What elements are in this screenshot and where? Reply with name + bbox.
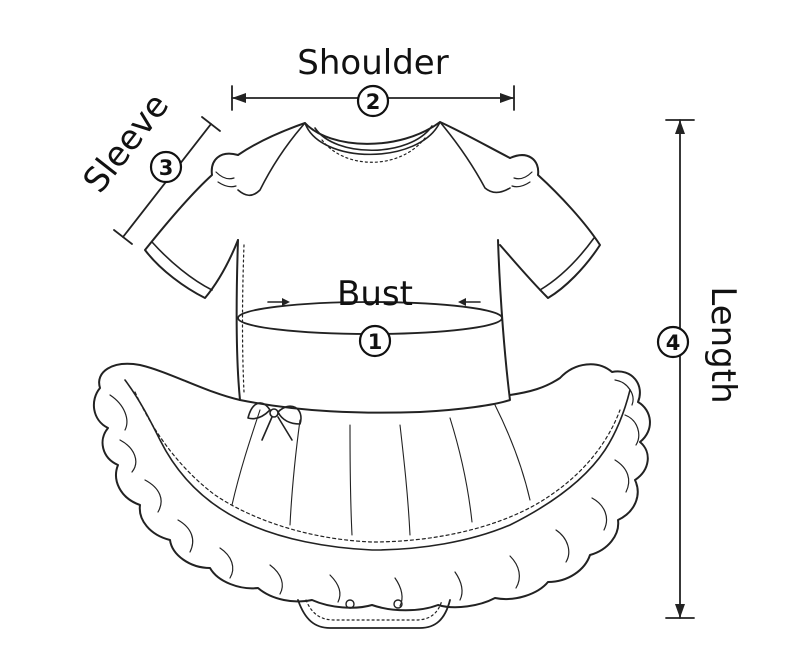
sleeve-label: Sleeve — [76, 86, 178, 200]
left-sleeve-pleats — [215, 171, 237, 188]
shoulder-label: Shoulder — [297, 43, 448, 83]
lap-shoulder-right — [439, 121, 511, 194]
marker-length-number: 4 — [666, 331, 681, 355]
marker-bust-number: 1 — [368, 330, 383, 354]
neckline — [304, 121, 441, 156]
length-label: Length — [703, 286, 743, 403]
bodice — [235, 239, 511, 414]
snap-button — [393, 599, 403, 609]
bodice-side-stitch — [241, 244, 245, 393]
lap-shoulder-left — [237, 122, 306, 197]
marker-shoulder: 2 — [356, 84, 390, 118]
left-sleeve — [144, 152, 239, 299]
tutu-gather-stitch — [134, 391, 621, 543]
bust-arrows — [267, 298, 481, 306]
marker-sleeve: 3 — [149, 150, 183, 184]
romper-dress — [92, 121, 651, 629]
snap-button — [345, 599, 355, 609]
snap-panel-stitch — [305, 599, 443, 621]
left-sleeve-cuff — [151, 241, 213, 291]
ruffle-folds — [109, 379, 640, 607]
right-sleeve-cuff — [539, 237, 595, 291]
tutu-outer-ruffle — [92, 362, 651, 612]
snap-panel — [297, 599, 451, 629]
marker-length: 4 — [656, 325, 690, 359]
right-sleeve — [499, 154, 601, 299]
marker-bust: 1 — [358, 324, 392, 358]
tutu-inner-ruffle — [124, 379, 631, 551]
marker-sleeve-number: 3 — [159, 156, 174, 180]
shoulder-line — [237, 121, 511, 159]
bust-label: Bust — [337, 274, 413, 314]
right-sleeve-pleats — [511, 171, 533, 188]
length-dimension — [665, 119, 695, 619]
marker-shoulder-number: 2 — [366, 90, 381, 114]
bow-decoration — [247, 402, 302, 441]
neck-stitch — [321, 137, 426, 163]
skirt-pleats — [231, 404, 531, 536]
